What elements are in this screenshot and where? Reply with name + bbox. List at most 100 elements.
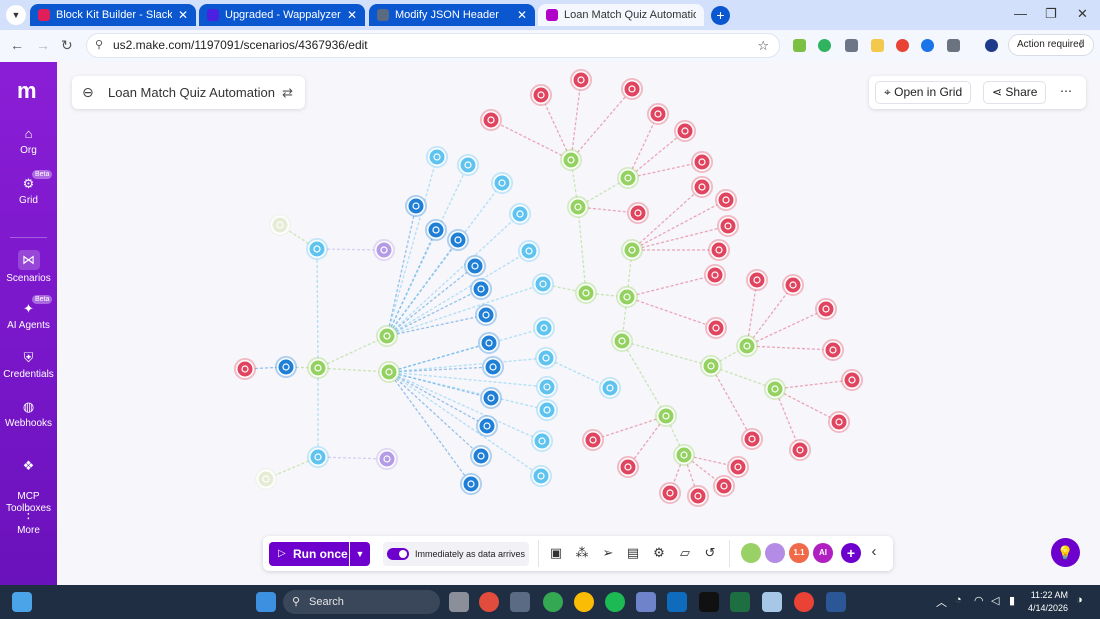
http-module[interactable] bbox=[425, 219, 447, 241]
router-app-icon[interactable] bbox=[741, 543, 761, 563]
router-module[interactable] bbox=[307, 357, 329, 379]
module-connection[interactable] bbox=[386, 205, 417, 337]
collapse-toolbar-icon[interactable]: ‹ bbox=[871, 543, 877, 560]
module-connection[interactable] bbox=[316, 248, 319, 369]
volume-icon[interactable]: ◁ bbox=[991, 595, 1000, 607]
flow-control-module[interactable] bbox=[373, 239, 395, 261]
module-connection[interactable] bbox=[317, 335, 388, 369]
make-logo-icon[interactable]: m bbox=[17, 78, 37, 103]
http-module[interactable] bbox=[480, 387, 502, 409]
profile-avatar[interactable] bbox=[985, 39, 998, 52]
extension-icon[interactable] bbox=[818, 39, 831, 52]
module-connection[interactable] bbox=[627, 415, 667, 468]
router-module[interactable] bbox=[700, 355, 722, 377]
sidebar-item-more[interactable]: ⋮ More bbox=[0, 506, 57, 536]
email-module[interactable] bbox=[627, 202, 649, 224]
module-connection[interactable] bbox=[386, 229, 437, 337]
module-connection[interactable] bbox=[746, 284, 794, 347]
extension-icon[interactable] bbox=[921, 39, 934, 52]
battery-icon[interactable]: ▮ bbox=[1009, 595, 1016, 607]
router-module[interactable] bbox=[567, 196, 589, 218]
module-connection[interactable] bbox=[388, 371, 548, 411]
upwork-icon[interactable] bbox=[699, 592, 719, 612]
http-module[interactable] bbox=[460, 473, 482, 495]
module-connection[interactable] bbox=[631, 199, 727, 251]
sidebar-item-credentials[interactable]: ⛨ Credentials bbox=[0, 350, 57, 380]
module-connection[interactable] bbox=[774, 379, 853, 390]
browser-tab-slack[interactable]: Block Kit Builder - Slack ✕ bbox=[30, 4, 196, 26]
email-module[interactable] bbox=[659, 482, 681, 504]
email-module[interactable] bbox=[708, 239, 730, 261]
email-module[interactable] bbox=[717, 215, 739, 237]
task-view-icon[interactable] bbox=[449, 592, 469, 612]
email-module[interactable] bbox=[727, 456, 749, 478]
app-icon[interactable] bbox=[510, 592, 530, 612]
scenario-graph[interactable] bbox=[57, 62, 1100, 585]
excel-icon[interactable] bbox=[730, 592, 750, 612]
tray-chevron-icon[interactable]: ︿ bbox=[936, 597, 947, 609]
gear-icon[interactable]: ⚙ bbox=[653, 545, 665, 560]
module-connection[interactable] bbox=[317, 456, 388, 460]
module-connection[interactable] bbox=[545, 357, 611, 389]
sheets-module[interactable] bbox=[536, 399, 558, 421]
email-module[interactable] bbox=[741, 428, 763, 450]
email-module[interactable] bbox=[704, 264, 726, 286]
email-module[interactable] bbox=[647, 103, 669, 125]
router-module[interactable] bbox=[764, 378, 786, 400]
save-icon[interactable]: ▣ bbox=[549, 545, 563, 560]
router-module[interactable] bbox=[736, 335, 758, 357]
reload-icon[interactable]: ↻ bbox=[61, 37, 73, 53]
module-connection[interactable] bbox=[388, 371, 488, 427]
http-module[interactable] bbox=[476, 415, 498, 437]
module-connection[interactable] bbox=[386, 314, 487, 337]
open-in-grid-button[interactable]: ⌖ Open in Grid bbox=[875, 81, 972, 104]
close-window-icon[interactable]: ✕ bbox=[1077, 6, 1088, 21]
extension-icon[interactable] bbox=[871, 39, 884, 52]
module-connection[interactable] bbox=[386, 250, 530, 337]
sheets-module[interactable] bbox=[307, 446, 329, 468]
browser-tab-modify-json[interactable]: Modify JSON Header ✕ bbox=[369, 4, 535, 26]
module-connection[interactable] bbox=[388, 371, 542, 477]
router-module[interactable] bbox=[616, 286, 638, 308]
notifications-icon[interactable]: ◑ bbox=[1076, 594, 1083, 606]
sheets-module[interactable] bbox=[518, 240, 540, 262]
sheets-module[interactable] bbox=[533, 317, 555, 339]
schedule-toggle[interactable]: Immediately as data arrives bbox=[383, 542, 529, 566]
http-module[interactable] bbox=[470, 278, 492, 300]
module-connection[interactable] bbox=[746, 279, 758, 347]
taskbar-search[interactable]: ⚲ Search bbox=[283, 590, 440, 614]
http-module[interactable] bbox=[464, 255, 486, 277]
email-module[interactable] bbox=[687, 485, 709, 507]
tools-app-icon[interactable] bbox=[765, 543, 785, 563]
email-module[interactable] bbox=[674, 120, 696, 142]
ai-app-icon[interactable]: AI bbox=[813, 543, 833, 563]
http-module[interactable] bbox=[405, 195, 427, 217]
sheets-module[interactable] bbox=[532, 273, 554, 295]
email-module[interactable] bbox=[822, 339, 844, 361]
sheets-module[interactable] bbox=[509, 203, 531, 225]
email-module[interactable] bbox=[234, 358, 256, 380]
widgets-icon[interactable] bbox=[12, 592, 32, 612]
browser-tab-wappalyzer[interactable]: Upgraded - Wappalyzer ✕ bbox=[199, 4, 365, 26]
module-connection[interactable] bbox=[388, 327, 545, 373]
email-module[interactable] bbox=[570, 69, 592, 91]
magic-wand-icon[interactable]: ⁂ bbox=[575, 545, 589, 560]
vpn-icon[interactable]: ◔ bbox=[955, 594, 962, 606]
sidebar-item-mcp-toolboxes[interactable]: ❖ MCP Toolboxes bbox=[0, 448, 57, 515]
router-module[interactable] bbox=[621, 239, 643, 261]
empty-module[interactable] bbox=[269, 214, 291, 236]
module-connection[interactable] bbox=[774, 388, 801, 451]
module-connection[interactable] bbox=[570, 79, 582, 161]
sheets-module[interactable] bbox=[535, 347, 557, 369]
outlook-icon[interactable] bbox=[667, 592, 687, 612]
module-connection[interactable] bbox=[746, 345, 834, 351]
module-connection[interactable] bbox=[386, 288, 482, 337]
help-lightbulb-button[interactable]: 💡 bbox=[1051, 538, 1080, 567]
email-module[interactable] bbox=[713, 475, 735, 497]
module-connection[interactable] bbox=[388, 366, 494, 373]
close-tab-icon[interactable]: ✕ bbox=[516, 8, 527, 22]
run-options-dropdown[interactable]: ▼ bbox=[350, 542, 370, 566]
router-module[interactable] bbox=[376, 325, 398, 347]
spotify-icon[interactable] bbox=[605, 592, 625, 612]
sheets-module[interactable] bbox=[426, 146, 448, 168]
